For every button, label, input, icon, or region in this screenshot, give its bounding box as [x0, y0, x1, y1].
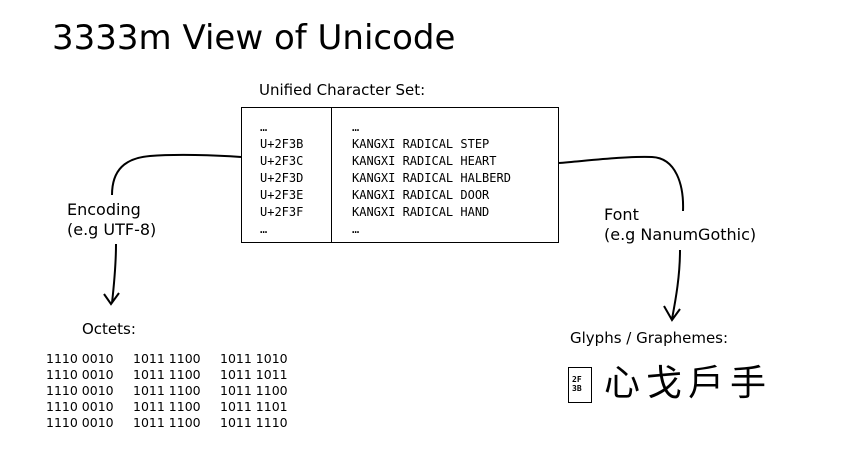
code-point-cell: …	[260, 120, 268, 134]
octet: 1011 1100	[133, 399, 201, 414]
encoding-title: Encoding	[67, 200, 141, 219]
octet: 1011 1011	[220, 367, 288, 382]
glyphs-label: Glyphs / Graphemes:	[570, 329, 729, 347]
octet-row: 1110 0010 1011 1100 1011 1011	[46, 367, 307, 383]
octet: 1110 0010	[46, 399, 114, 414]
code-point-cell: U+2F3C	[260, 154, 304, 168]
page-title: 3333m View of Unicode	[52, 18, 456, 58]
octets-list: 1110 0010 1011 1100 1011 1010 1110 0010 …	[46, 351, 307, 431]
missing-glyph-box: 2F 3B	[568, 367, 592, 403]
character-name-cell: …	[352, 222, 360, 236]
missing-glyph-code: 2F 3B	[572, 375, 582, 393]
table-divider	[331, 108, 332, 242]
glyph-characters: 心戈戶手	[604, 363, 773, 404]
encoding-label: Encoding (e.g UTF-8)	[67, 200, 156, 240]
octet: 1011 1110	[220, 415, 288, 430]
octet: 1011 1101	[220, 399, 288, 414]
octet: 1110 0010	[46, 351, 114, 366]
encoding-arrow	[103, 243, 120, 306]
octet-row: 1110 0010 1011 1100 1011 1101	[46, 399, 307, 415]
character-name-column: … KANGXI RADICAL STEP KANGXI RADICAL HEA…	[352, 119, 511, 238]
font-title: Font	[604, 205, 639, 224]
octet-row: 1110 0010 1011 1100 1011 1110	[46, 415, 307, 431]
character-set-label: Unified Character Set:	[259, 81, 426, 99]
code-point-cell: U+2F3B	[260, 137, 304, 151]
character-name-cell: KANGXI RADICAL STEP	[352, 137, 490, 151]
font-label: Font (e.g NanumGothic)	[604, 205, 756, 245]
code-point-cell: U+2F3D	[260, 171, 304, 185]
octet-row: 1110 0010 1011 1100 1011 1100	[46, 383, 307, 399]
octet: 1011 1100	[133, 367, 201, 382]
character-name-cell: KANGXI RADICAL HAND	[352, 205, 490, 219]
octet: 1011 1010	[220, 351, 288, 366]
code-point-cell: U+2F3E	[260, 188, 304, 202]
encoding-curve	[111, 153, 242, 196]
octet: 1110 0010	[46, 367, 114, 382]
character-name-cell: KANGXI RADICAL HEART	[352, 154, 497, 168]
character-name-cell: KANGXI RADICAL HALBERD	[352, 171, 511, 185]
octet-row: 1110 0010 1011 1100 1011 1010	[46, 351, 307, 367]
octet: 1011 1100	[133, 383, 201, 398]
code-point-cell: U+2F3F	[260, 205, 304, 219]
character-set-table: … U+2F3B U+2F3C U+2F3D U+2F3E U+2F3F … ……	[241, 107, 559, 243]
code-point-cell: …	[260, 222, 268, 236]
octet: 1011 1100	[133, 351, 201, 366]
encoding-example: (e.g UTF-8)	[67, 220, 157, 239]
character-name-cell: …	[352, 120, 360, 134]
font-curve	[558, 155, 685, 212]
octet: 1110 0010	[46, 383, 114, 398]
code-point-column: … U+2F3B U+2F3C U+2F3D U+2F3E U+2F3F …	[260, 119, 303, 238]
octet: 1110 0010	[46, 415, 114, 430]
font-example: (e.g NanumGothic)	[604, 225, 757, 244]
octets-label: Octets:	[82, 320, 136, 338]
octet: 1011 1100	[133, 415, 201, 430]
octet: 1011 1100	[220, 383, 288, 398]
font-arrow	[663, 249, 681, 322]
character-name-cell: KANGXI RADICAL DOOR	[352, 188, 490, 202]
